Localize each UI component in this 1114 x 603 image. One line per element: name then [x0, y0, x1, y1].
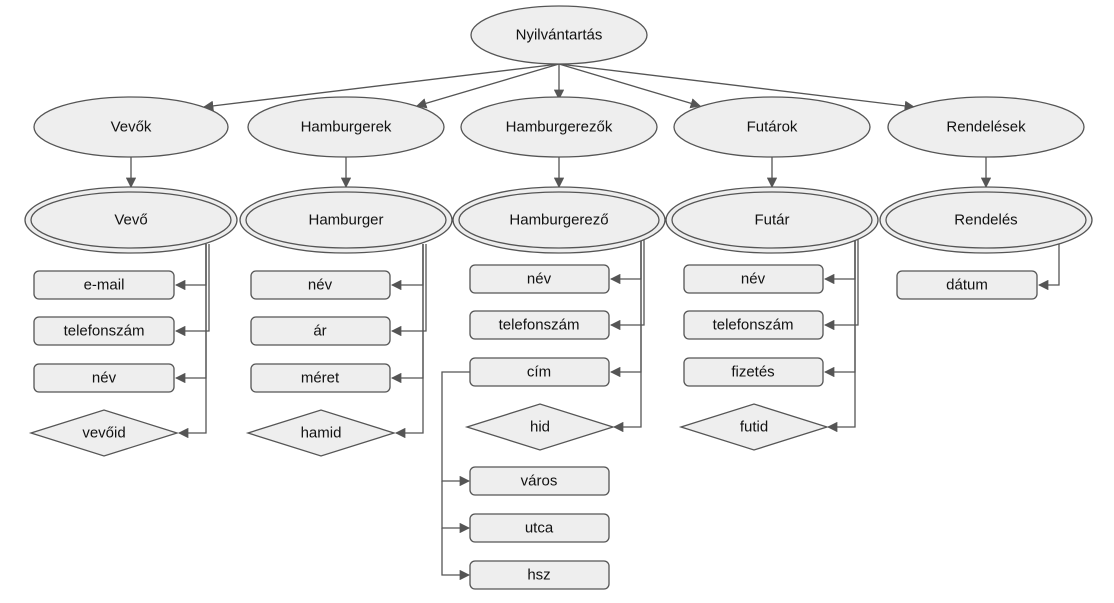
attribute-label: méret — [301, 370, 340, 387]
edge-cim-varos — [441, 371, 471, 487]
attribute-label: név — [527, 271, 552, 288]
attribute-node: név — [33, 363, 175, 393]
key-attribute-label: futid — [740, 419, 768, 436]
attribute-node: telefonszám — [469, 310, 610, 340]
edge-vevo-vevoid — [177, 244, 207, 439]
attribute-label: dátum — [946, 277, 988, 294]
edge-futar-telefonszam — [823, 238, 859, 331]
edge-hamburgerezo-hid — [612, 238, 642, 433]
attribute-label: név — [308, 277, 333, 294]
collection-label: Futárok — [747, 119, 798, 136]
attribute-label: név — [741, 271, 766, 288]
attribute-node: név — [469, 264, 610, 294]
attribute-node: név — [683, 264, 824, 294]
root-label: Nyilvántartás — [516, 27, 603, 44]
attribute-node: ár — [250, 316, 391, 346]
edge-vevo-email — [174, 244, 207, 291]
edge-futar-futid — [826, 238, 856, 433]
composite-part-node: hsz — [469, 560, 610, 590]
attribute-node: telefonszám — [683, 310, 824, 340]
attribute-node: dátum — [896, 270, 1038, 300]
edge-hamburger-nev — [390, 244, 424, 291]
composite-part-node: város — [469, 466, 610, 496]
composite-part-node: utca — [469, 513, 610, 543]
collection-label: Vevők — [111, 119, 152, 136]
attribute-label: e-mail — [84, 277, 125, 294]
attribute-label: fizetés — [731, 364, 774, 381]
collection-label: Hamburgerezők — [506, 119, 613, 136]
collection-node-futarok: Futárok — [673, 96, 871, 158]
attribute-label: cím — [527, 364, 551, 381]
edge-futar-fizetes — [823, 238, 856, 378]
key-attribute-label: hamid — [301, 425, 342, 442]
key-attribute-node: hid — [464, 403, 616, 451]
composite-part-label: utca — [525, 520, 554, 537]
entity-node-futar: Futár — [665, 186, 879, 254]
key-attribute-node: futid — [678, 403, 830, 451]
collection-node-vevok: Vevők — [33, 96, 229, 158]
composite-part-label: város — [521, 473, 558, 490]
attribute-node: fizetés — [683, 357, 824, 387]
key-attribute-label: vevőid — [82, 425, 125, 442]
composite-attribute-node: cím — [469, 357, 610, 387]
edge-root-rendelesek — [558, 63, 916, 112]
attribute-label: telefonszám — [64, 323, 145, 340]
attribute-label: ár — [313, 323, 326, 340]
collection-label: Hamburgerek — [301, 119, 392, 136]
attribute-node: név — [250, 270, 391, 300]
attribute-label: telefonszám — [713, 317, 794, 334]
edge-vevo-telefonszam — [174, 244, 210, 337]
entity-node-vevo: Vevő — [24, 186, 238, 254]
edge-hamburgerezo-telefonszam — [609, 238, 645, 331]
entity-label: Hamburger — [308, 212, 383, 229]
edge-cim-hsz — [441, 528, 471, 581]
edge-hamburgerezo-cim — [609, 238, 642, 378]
edge-hamburger-hamid — [394, 244, 424, 439]
collection-label: Rendelések — [946, 119, 1026, 136]
edge-vevo-nev — [174, 244, 207, 384]
edges — [125, 63, 1060, 581]
entity-node-hamburger: Hamburger — [239, 186, 453, 254]
attribute-node: e-mail — [33, 270, 175, 300]
entity-label: Vevő — [114, 212, 147, 229]
attribute-node: telefonszám — [33, 316, 175, 346]
entity-node-rendeles: Rendelés — [879, 186, 1093, 254]
edge-rendeles-datum — [1037, 244, 1060, 291]
edge-root-vevok — [202, 63, 560, 112]
attribute-node: méret — [250, 363, 391, 393]
collection-node-hamburgerek: Hamburgerek — [247, 96, 445, 158]
edge-hamburger-ar — [390, 244, 427, 337]
attribute-label: telefonszám — [499, 317, 580, 334]
entity-label: Rendelés — [954, 212, 1017, 229]
collection-node-rendelesek: Rendelések — [887, 96, 1085, 158]
root-node: Nyilvántartás — [470, 5, 648, 65]
edge-hamburger-meret — [390, 244, 424, 384]
key-attribute-node: hamid — [245, 409, 397, 457]
collection-node-hamburgerezok: Hamburgerezők — [460, 96, 658, 158]
entity-node-hamburgerezo: Hamburgerező — [452, 186, 666, 254]
entity-label: Hamburgerező — [509, 212, 608, 229]
key-attribute-node: vevőid — [28, 409, 180, 457]
edge-root-hamburgerek — [416, 63, 560, 109]
entity-label: Futár — [754, 212, 789, 229]
edge-root-futarok — [558, 63, 701, 109]
attribute-label: név — [92, 370, 117, 387]
key-attribute-label: hid — [530, 419, 550, 436]
edge-cim-utca — [441, 481, 471, 534]
composite-part-label: hsz — [527, 567, 550, 584]
